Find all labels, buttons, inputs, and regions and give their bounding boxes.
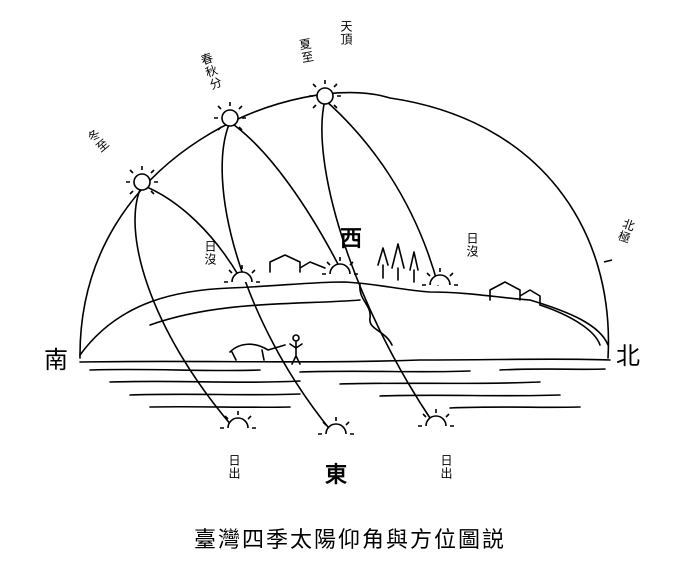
shoreline — [79, 358, 611, 363]
sun-sunrise-right — [418, 409, 454, 427]
label-south: 南 — [44, 346, 68, 374]
label-north: 北 — [616, 342, 640, 370]
trees — [377, 243, 419, 283]
sun-sunset-right — [422, 268, 458, 286]
hill-ridge — [149, 299, 361, 326]
sun-winter-noon — [126, 166, 158, 195]
label-zenith: 天頂 — [339, 20, 353, 46]
label-sunrise-left: 日出 — [227, 454, 241, 480]
buildings — [269, 254, 326, 273]
label-sunset-left: 日沒 — [203, 240, 217, 266]
sun-sunset-left — [224, 265, 260, 283]
north-pole-tick — [603, 259, 613, 263]
sun-summer-noon — [309, 80, 341, 109]
sun-equinox-noon — [214, 102, 246, 131]
equinox-path — [221, 121, 341, 433]
label-sunrise-right: 日出 — [439, 454, 453, 480]
label-east: 東 — [325, 462, 348, 488]
sun-sunrise-left — [220, 411, 256, 429]
stream — [359, 283, 393, 346]
label-west: 西 — [340, 226, 363, 252]
hills-line — [79, 281, 609, 356]
winter-path — [134, 184, 241, 427]
right-ridge — [539, 304, 601, 346]
sun-sunrise-east — [318, 417, 354, 435]
ox-cart — [229, 343, 286, 361]
farmer — [289, 341, 303, 365]
summer-path — [321, 99, 439, 425]
sun-sunset-west — [322, 257, 358, 275]
label-sunset-right: 日沒 — [465, 232, 479, 258]
diagram-caption: 臺灣四季太陽仰角與方位圖説 — [193, 528, 506, 553]
house-right — [489, 281, 541, 306]
celestial-dome-arc — [79, 91, 610, 359]
